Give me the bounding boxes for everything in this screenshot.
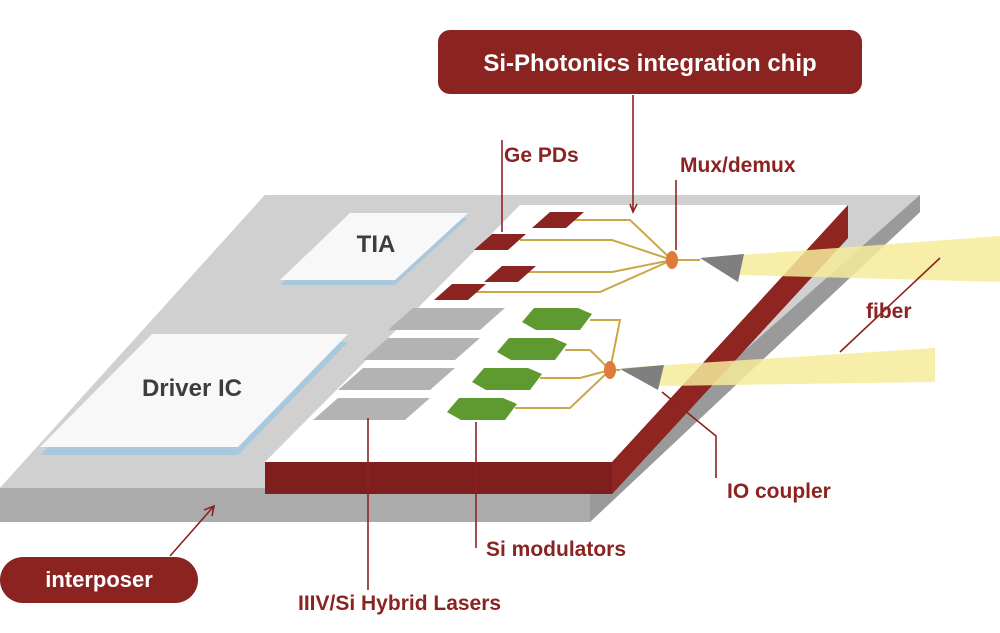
si-modulators-label: Si modulators: [486, 538, 626, 561]
laser-strip: [388, 308, 505, 330]
si-photonics-chip: [265, 205, 848, 494]
io-coupler-top: [700, 254, 744, 282]
si-modulator: [472, 368, 542, 390]
title-callout: Si-Photonics integration chip: [438, 30, 862, 94]
laser-array: [313, 308, 505, 420]
driver-ic-block: Driver IC: [40, 334, 348, 455]
si-modulator: [447, 398, 517, 420]
ge-pd-array: [434, 212, 584, 300]
si-modulator: [522, 308, 592, 330]
ge-pd: [434, 284, 486, 300]
io-coupler-bottom: [620, 365, 664, 390]
ge-pd: [474, 234, 526, 250]
mux-node-top: [666, 251, 678, 269]
tia-block: TIA: [280, 213, 468, 285]
ge-pds-label: Ge PDs: [504, 144, 579, 167]
mux-demux-label: Mux/demux: [680, 154, 796, 177]
interposer-callout: interposer: [0, 557, 198, 603]
mux-node-bottom: [604, 361, 616, 379]
driver-ic-label: Driver IC: [142, 375, 242, 402]
callout-lines: [169, 95, 941, 590]
modulator-array: [447, 308, 592, 420]
laser-strip: [338, 368, 455, 390]
lasers-label: IIIV/Si Hybrid Lasers: [298, 592, 501, 615]
laser-strip: [313, 398, 430, 420]
fiber-top: [700, 236, 1000, 282]
waveguides: [468, 219, 700, 409]
interposer-label: interposer: [45, 567, 153, 592]
ge-pd: [532, 212, 584, 228]
si-modulator: [497, 338, 567, 360]
io-coupler-label: IO coupler: [727, 480, 831, 503]
tia-label: TIA: [357, 231, 396, 258]
diagram-title: Si-Photonics integration chip: [483, 50, 816, 77]
fiber-bottom: [620, 348, 935, 386]
ge-pd: [484, 266, 536, 282]
laser-strip: [363, 338, 480, 360]
fiber-label: fiber: [866, 300, 912, 323]
